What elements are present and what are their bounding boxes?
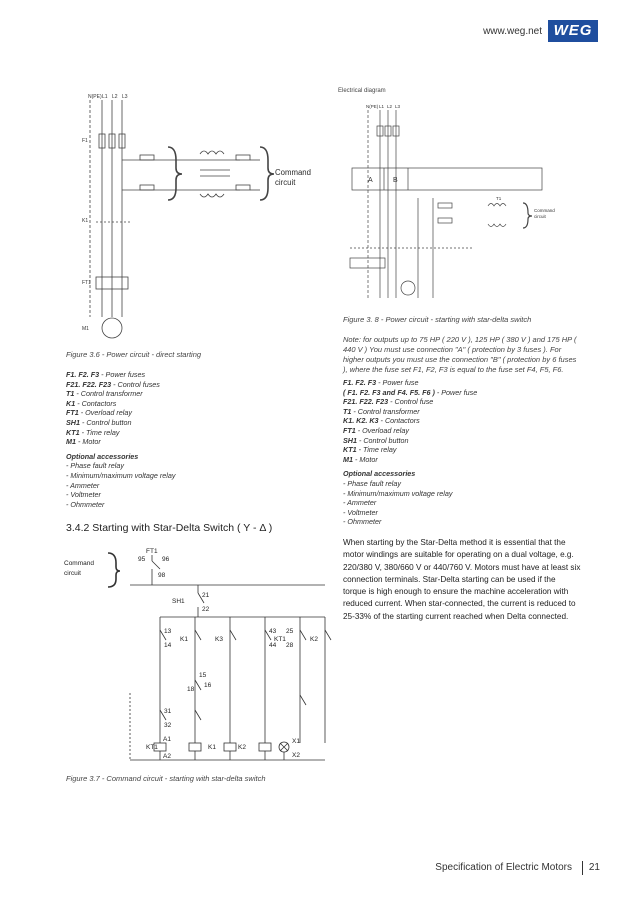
- fig37-x1-label: X1: [292, 738, 300, 745]
- fig38-legend-item: F21. F22. F23 - Control fuse: [343, 397, 434, 407]
- fig38-circuit-label: circuit: [534, 214, 547, 219]
- fig37-k1-label: K1: [180, 636, 188, 643]
- fig36-optional-item: - Ammeter: [66, 480, 100, 490]
- weg-logo: WEG: [548, 20, 598, 42]
- section-body-text: When starting by the Star-Delta method i…: [343, 538, 581, 621]
- fig37-15-label: 15: [199, 672, 207, 679]
- fig37-32-label: 32: [164, 722, 172, 729]
- figure-3-8-note: Note: for outputs up to 75 HP ( 220 V ),…: [343, 335, 577, 374]
- fig38-t1-label: T1: [496, 196, 502, 201]
- fig37-31-label: 31: [164, 708, 172, 715]
- fig37-18-label: 18: [187, 686, 195, 693]
- fig36-optional-item: - Minimum/maximum voltage relay: [66, 470, 176, 480]
- svg-text:FT1: FT1: [82, 280, 91, 286]
- fig37-command-label: Command: [64, 560, 94, 567]
- svg-text:M1: M1: [82, 326, 89, 332]
- svg-text:L3: L3: [122, 94, 128, 100]
- fig36-legend-item: F1. F2. F3 - Power fuses: [66, 370, 146, 379]
- fig36-legend-item: M1 - Motor: [66, 437, 101, 447]
- fig38-legend-item: M1 - Motor: [343, 454, 378, 464]
- svg-text:L2: L2: [112, 94, 118, 100]
- fig38-l3-label: L3: [395, 104, 401, 109]
- fig36-legend-item: T1 - Control transformer: [66, 389, 143, 399]
- fig37-k1-coil-label: K1: [208, 744, 216, 751]
- fig38-optional-item: - Voltmeter: [343, 507, 378, 517]
- svg-text:L1: L1: [102, 94, 108, 100]
- footer-title: Specification of Electric Motors: [435, 862, 572, 873]
- fig38-legend-item: FT1 - Overload relay: [343, 425, 409, 435]
- fig38-l1-label: L1: [379, 104, 385, 109]
- footer-separator: [582, 861, 583, 875]
- fig37-k2-coil-label: K2: [238, 744, 246, 751]
- fig36-legend-item: K1 - Contactors: [66, 398, 117, 408]
- fig38-npe-label: N(PE): [366, 104, 379, 109]
- fig37-a1-label: A1: [163, 736, 171, 743]
- figure-3-8-caption: Figure 3. 8 - Power circuit - starting w…: [343, 315, 532, 324]
- fig38-legend-item: T1 - Control transformer: [343, 406, 420, 416]
- page-number: 21: [588, 862, 600, 873]
- fig37-k3-label: K3: [215, 636, 223, 643]
- svg-text:N(PE): N(PE): [88, 94, 102, 100]
- svg-text:K1: K1: [82, 218, 88, 224]
- fig37-25-label: 25: [286, 628, 294, 635]
- fig37-44-label: 44: [269, 642, 277, 649]
- fig37-22-label: 22: [202, 606, 210, 613]
- fig38-legend-item: K1. K2. K3 - Contactors: [343, 416, 420, 426]
- fig38-a-label: A: [368, 177, 373, 184]
- fig38-legend-item: SH1 - Control button: [343, 435, 409, 445]
- fig37-sh1-label: SH1: [172, 598, 185, 605]
- fig38-command-label: Command: [534, 208, 555, 213]
- figure-3-6-caption: Figure 3.6 - Power circuit - direct star…: [66, 350, 202, 359]
- fig37-43-label: 43: [269, 628, 277, 635]
- figure-3-8-legend: F1. F2. F3 - Power fuse( F1. F2. F3 and …: [343, 378, 583, 527]
- fig37-kt1-contact-label: KT1: [274, 636, 286, 643]
- fig38-optional-item: - Phase fault relay: [343, 478, 401, 488]
- fig37-14-label: 14: [164, 642, 172, 649]
- svg-text:F1: F1: [82, 138, 88, 144]
- section-heading: 3.4.2 Starting with Star-Delta Switch ( …: [66, 522, 273, 534]
- fig36-optional-item: - Phase fault relay: [66, 461, 124, 471]
- fig37-28-label: 28: [286, 642, 294, 649]
- fig38-optional-item: - Minimum/maximum voltage relay: [343, 488, 453, 498]
- fig36-optional-item: - Voltmeter: [66, 490, 101, 500]
- fig36-legend-item: KT1 - Time relay: [66, 427, 120, 437]
- fig38-optional-item: - Ohmmeter: [343, 517, 382, 527]
- fig36-optional-item: - Ohmmeter: [66, 499, 105, 509]
- figure-3-7-diagram: Command circuit FT1 95 96 98 SH1 21 22 1…: [64, 548, 332, 761]
- fig37-k2-contact-label: K2: [310, 636, 318, 643]
- fig37-98-label: 98: [158, 572, 166, 579]
- figure-3-6-command-label: Command circuit: [275, 168, 311, 187]
- fig36-optional-title: Optional accessories: [66, 451, 139, 461]
- fig37-x2-label: X2: [292, 752, 300, 759]
- figure-3-8-diagram: N(PE) L1 L2 L3 A B T1 Command circuit: [349, 104, 555, 298]
- fig38-legend-item: F1. F2. F3 - Power fuse: [343, 378, 419, 387]
- fig38-legend-item: ( F1. F2. F3 and F4. F5. F6 ) - Power fu…: [343, 387, 478, 397]
- fig38-b-label: B: [393, 177, 398, 184]
- fig37-16-label: 16: [204, 682, 212, 689]
- fig38-optional-title: Optional accessories: [343, 469, 416, 479]
- figure-3-7-caption: Figure 3.7 - Command circuit - starting …: [66, 774, 266, 783]
- fig38-optional-item: - Ammeter: [343, 498, 377, 508]
- fig37-circuit-label: circuit: [64, 570, 81, 577]
- fig37-a2-label: A2: [163, 753, 171, 760]
- fig36-legend-item: FT1 - Overload relay: [66, 408, 132, 418]
- fig37-kt1-coil-label: KT1: [146, 744, 158, 751]
- fig38-l2-label: L2: [387, 104, 393, 109]
- figure-3-8-title: Electrical diagram: [338, 88, 386, 94]
- fig38-legend-item: KT1 - Time relay: [343, 445, 397, 455]
- fig36-legend-item: F21. F22. F23 - Control fuses: [66, 379, 160, 389]
- header-url[interactable]: www.weg.net: [483, 26, 542, 37]
- fig37-ft1-label: FT1: [146, 548, 158, 555]
- fig36-legend-item: SH1 - Control button: [66, 417, 132, 427]
- fig37-13-label: 13: [164, 628, 172, 635]
- fig37-95-label: 95: [138, 556, 146, 563]
- fig37-96-label: 96: [162, 556, 170, 563]
- fig37-21-label: 21: [202, 592, 210, 599]
